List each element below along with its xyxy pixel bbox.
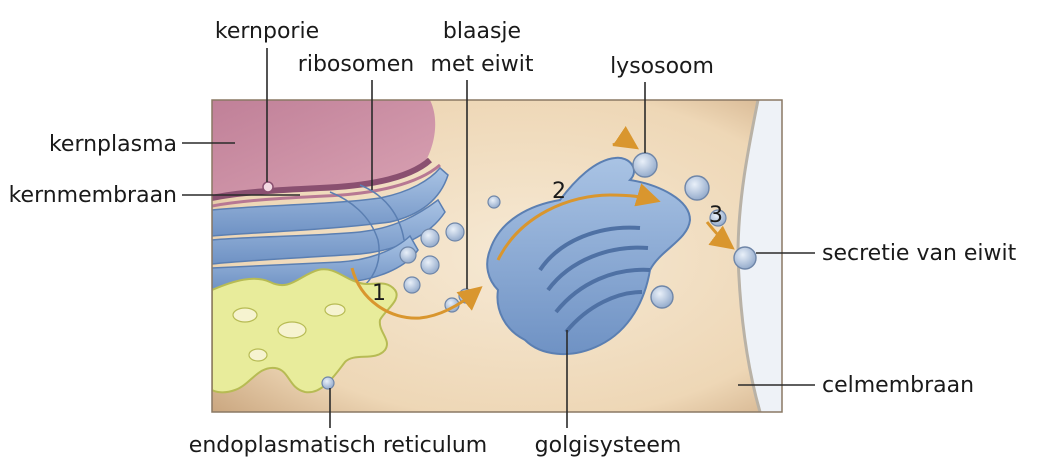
label-secretie: secretie van eiwit xyxy=(822,241,1017,266)
step-number-2: 2 xyxy=(552,179,566,204)
label-lysosoom: lysosoom xyxy=(610,54,714,79)
label-er: endoplasmatisch reticulum xyxy=(189,433,487,458)
rough-er-stack xyxy=(212,166,449,291)
nuclear-membrane xyxy=(212,157,433,201)
nucleoplasm xyxy=(212,100,436,198)
cell-section xyxy=(212,100,782,412)
diagram-frame xyxy=(211,99,783,413)
nuclear-pore xyxy=(262,181,274,193)
label-blaasje-line1: blaasje xyxy=(443,19,521,44)
label-ribosomen: ribosomen xyxy=(298,52,414,77)
label-kernmembraan: kernmembraan xyxy=(9,183,177,208)
vesicles xyxy=(321,152,757,390)
label-golgi: golgisysteem xyxy=(535,433,682,458)
secretory-vesicle xyxy=(733,246,757,270)
process-arrows xyxy=(350,126,735,320)
step-number-3: 3 xyxy=(709,203,723,228)
label-celmembraan: celmembraan xyxy=(822,373,974,398)
lysosome xyxy=(632,152,658,178)
golgi-apparatus xyxy=(486,156,692,356)
label-blaasje-line2: met eiwit xyxy=(431,52,534,77)
label-kernporie: kernporie xyxy=(215,19,319,44)
extracellular-space xyxy=(738,100,782,412)
label-kernplasma: kernplasma xyxy=(49,132,177,157)
step-number-1: 1 xyxy=(372,281,386,306)
